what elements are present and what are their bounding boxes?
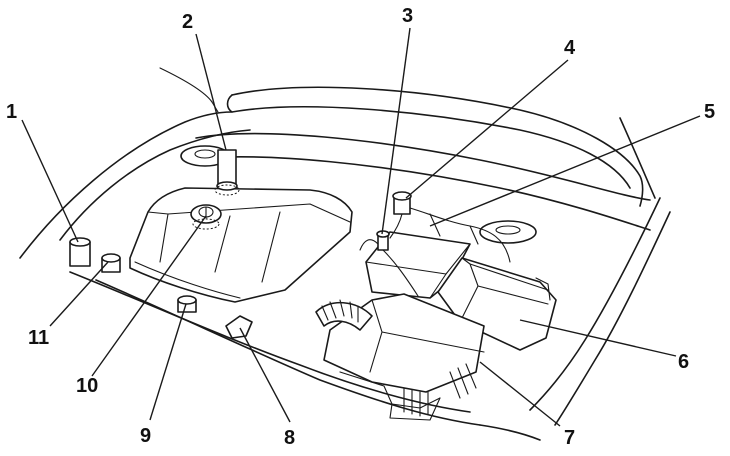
battery	[359, 230, 471, 299]
leader-6	[519, 319, 677, 357]
brake-fluid-cap	[177, 295, 197, 313]
callout-9: 9	[140, 425, 151, 447]
leader-2	[195, 33, 227, 151]
oil-filler-cap	[190, 204, 222, 230]
callout-8: 8	[284, 427, 295, 449]
callout-3: 3	[402, 5, 413, 27]
fuse-box	[437, 257, 557, 351]
leader-11	[49, 261, 109, 327]
leader-9	[149, 303, 187, 421]
intake-hose	[315, 299, 373, 331]
callout-6: 6	[678, 351, 689, 373]
callout-labels: 1 2 3 4 5 6 7 8 9 10 11	[6, 5, 715, 449]
leader-5	[429, 115, 701, 227]
leader-lines	[21, 27, 701, 427]
coolant-reservoir	[69, 237, 91, 267]
oil-dipstick	[214, 149, 240, 196]
leader-3	[381, 27, 411, 235]
washer-fluid-cap	[101, 253, 121, 273]
leader-1	[21, 119, 79, 243]
leader-7	[479, 361, 561, 427]
callout-1: 1	[6, 101, 17, 123]
leader-4	[405, 59, 569, 199]
callout-4: 4	[564, 37, 576, 59]
right-strut-mount	[479, 220, 537, 244]
leader-10	[91, 215, 207, 377]
callout-2: 2	[182, 11, 193, 33]
callout-10: 10	[76, 375, 98, 397]
engine-cover	[129, 187, 353, 303]
power-steering-cap	[225, 315, 253, 339]
callout-7: 7	[564, 427, 575, 449]
callout-5: 5	[704, 101, 715, 123]
leader-8	[239, 327, 291, 423]
callout-11: 11	[28, 327, 49, 349]
car-body-outline	[19, 67, 671, 441]
